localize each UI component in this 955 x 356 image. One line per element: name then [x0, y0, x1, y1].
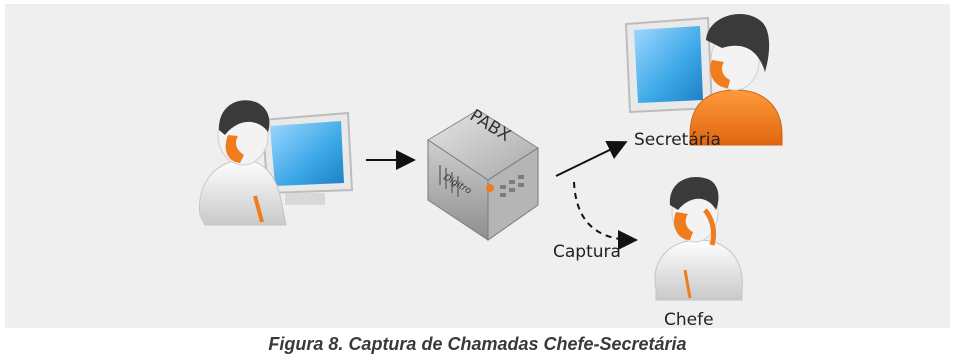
figure-caption: Figura 8. Captura de Chamadas Chefe-Secr…: [268, 334, 687, 354]
secretaria-with-computer-icon: [624, 13, 783, 146]
caller-with-computer-icon: [198, 100, 354, 226]
arrow-pabx-to-secretaria: [555, 140, 628, 177]
chefe-label: Chefe: [664, 310, 714, 330]
chefe-icon: [654, 177, 743, 301]
secretaria-label: Secretária: [634, 130, 721, 150]
captura-label: Captura: [553, 242, 621, 262]
arrow-captura-to-chefe: [573, 181, 638, 250]
pabx-device-icon: [427, 109, 539, 241]
